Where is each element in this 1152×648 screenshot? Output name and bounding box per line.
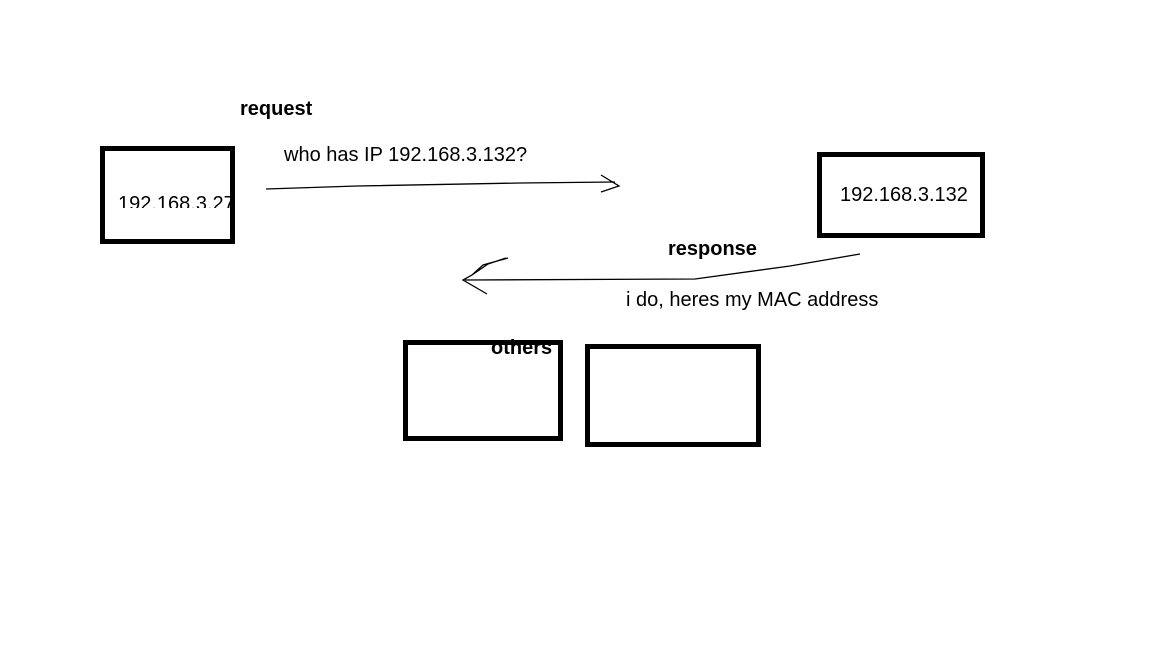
request-message: who has IP 192.168.3.132? bbox=[284, 144, 528, 166]
other-host-box-1 bbox=[403, 340, 563, 441]
response-message: i do, heres my MAC address bbox=[626, 289, 879, 311]
target-ip: 192.168.3.132 bbox=[840, 184, 968, 206]
sender-ip: 192.168.3.27 bbox=[118, 194, 235, 208]
sender-ip-clip: 192.168.3.27 bbox=[118, 194, 248, 208]
request-label: request bbox=[240, 98, 313, 120]
response-arrow bbox=[464, 253, 861, 281]
response-arrowhead bbox=[461, 257, 509, 295]
target-host-box bbox=[817, 152, 985, 238]
others-label: others bbox=[491, 337, 553, 359]
other-host-box-2 bbox=[585, 344, 761, 447]
response-label: response bbox=[668, 238, 757, 260]
request-arrowhead bbox=[600, 174, 621, 193]
request-arrow bbox=[265, 181, 616, 190]
sender-host-box bbox=[100, 146, 235, 244]
